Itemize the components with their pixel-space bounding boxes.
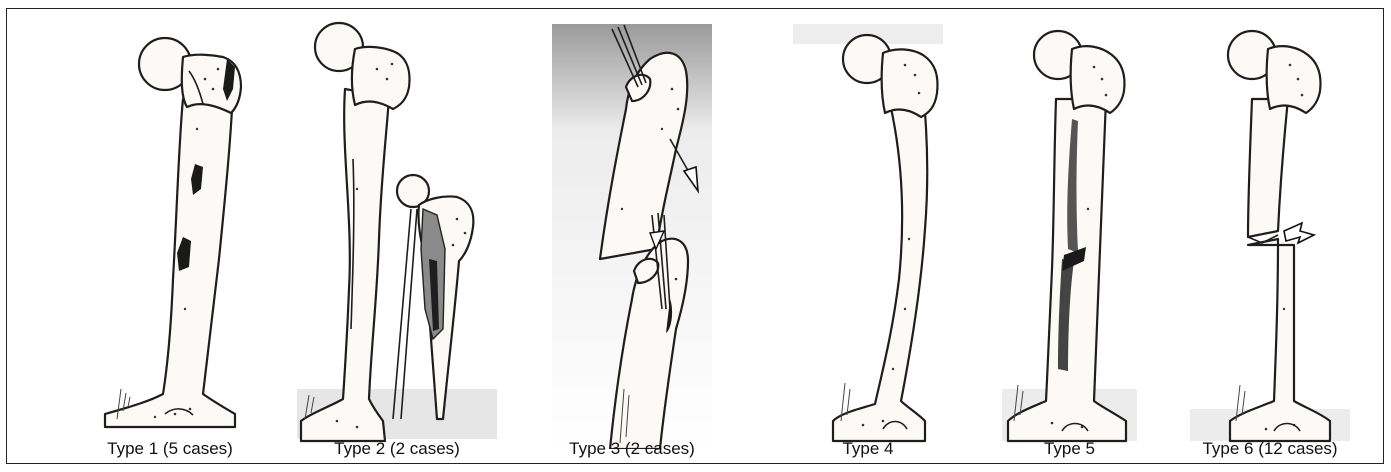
femur-type-5-illustration: [1002, 9, 1137, 449]
caption-type-3: Type 3 (2 cases): [552, 439, 712, 459]
caption-type-4: Type 4: [793, 439, 943, 459]
caption-type-6: Type 6 (12 cases): [1190, 439, 1350, 459]
panel-type-3: Type 3 (2 cases): [552, 9, 712, 465]
femur-classification-figure: Type 1 (5 cases) Type 2 (2 cases): [6, 8, 1384, 464]
femur-type-4-illustration: [793, 9, 943, 449]
caption-type-1: Type 1 (5 cases): [95, 439, 245, 459]
panel-type-4: Type 4: [793, 9, 943, 465]
panel-type-2: Type 2 (2 cases): [297, 9, 497, 465]
panel-type-1: Type 1 (5 cases): [95, 9, 245, 465]
femur-type-3-illustration: [552, 9, 712, 449]
femur-type-2-illustration: [297, 9, 497, 449]
caption-type-2: Type 2 (2 cases): [297, 439, 497, 459]
caption-type-5: Type 5: [1002, 439, 1137, 459]
femur-type-6-illustration: [1190, 9, 1350, 449]
panel-type-5: Type 5: [1002, 9, 1137, 465]
femur-type-1-illustration: [95, 9, 245, 429]
panel-type-6: Type 6 (12 cases): [1190, 9, 1350, 465]
